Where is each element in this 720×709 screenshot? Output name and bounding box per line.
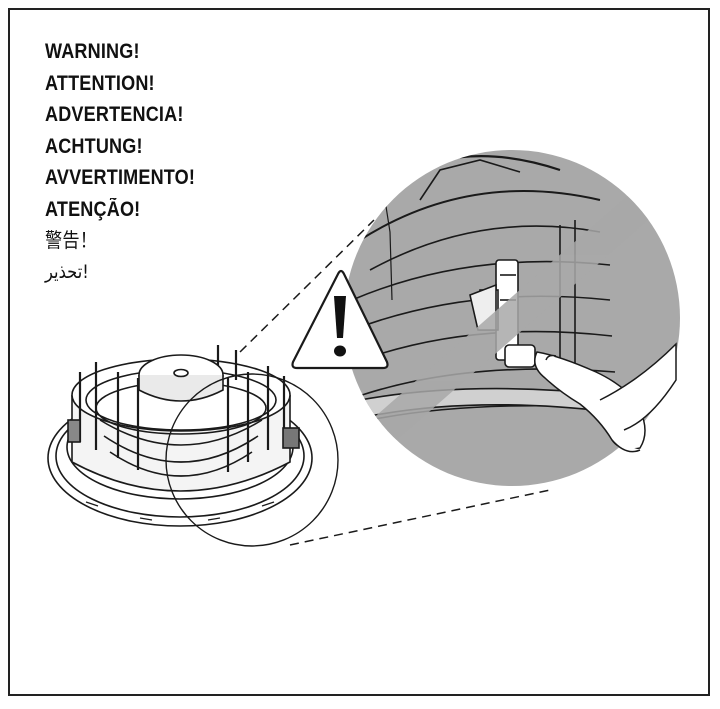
illustration-frame	[8, 8, 710, 696]
warning-triangle-icon	[291, 269, 389, 370]
warning-text-spanish: ADVERTENCIA!	[45, 103, 184, 126]
warning-text-portuguese: ATENÇÃO!	[45, 197, 141, 221]
callout-dashed-lines	[239, 219, 551, 546]
warning-text-arabic: تحذير!	[45, 260, 89, 283]
warning-text-french: ATTENTION!	[45, 71, 155, 95]
multilingual-warning-list: WARNING! ATTENTION! ADVERTENCIA! ACHTUNG…	[45, 36, 220, 288]
ceiling-speaker-drawing	[47, 345, 313, 527]
warning-text-german: ACHTUNG!	[45, 134, 143, 158]
zoomed-detail	[344, 150, 680, 486]
warning-text-italian: AVVERTIMENTO!	[45, 166, 196, 189]
warning-text-chinese: 警告！	[45, 228, 98, 252]
detail-callout-circle	[165, 373, 339, 547]
warning-text-english: WARNING!	[45, 40, 140, 63]
